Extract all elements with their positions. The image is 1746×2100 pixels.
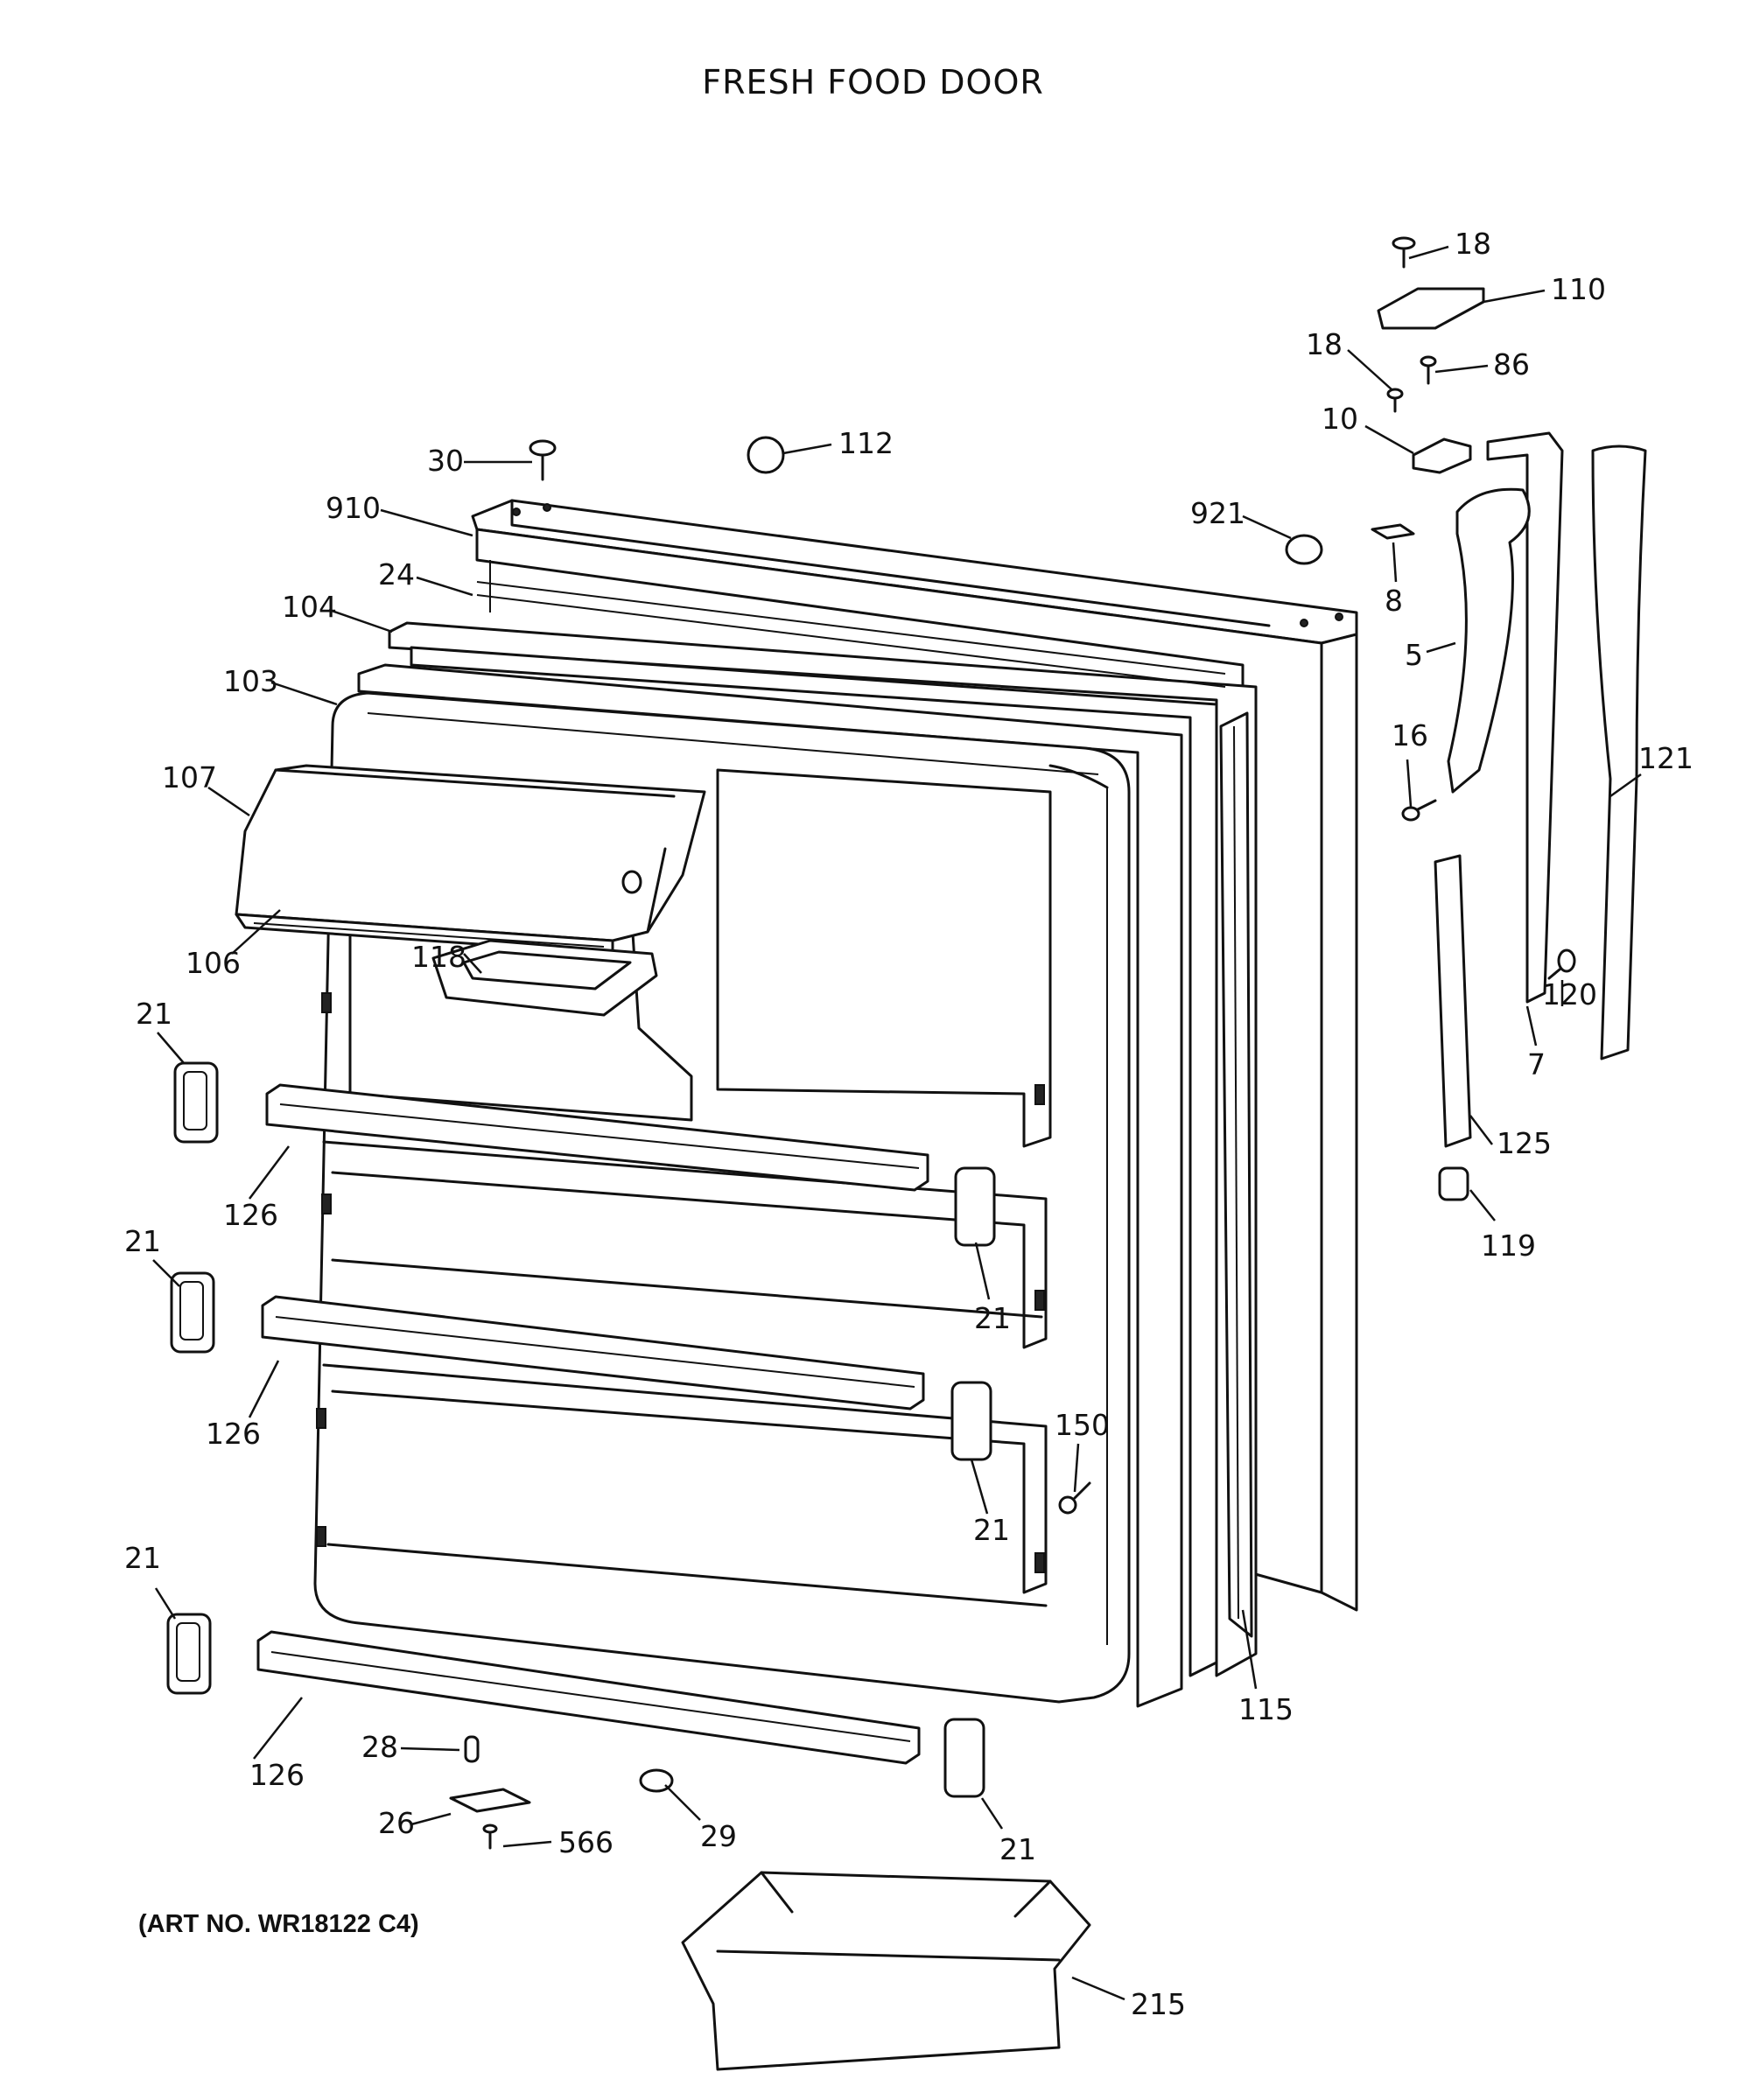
part-label: 121 xyxy=(1638,741,1693,775)
part-label: 112 xyxy=(838,426,894,460)
part-label: 10 xyxy=(1322,402,1358,436)
part-label: 118 xyxy=(411,940,466,974)
part-label: 107 xyxy=(162,760,217,794)
part-label: 104 xyxy=(282,590,337,624)
shelf-bar-2 xyxy=(261,1295,925,1410)
butter-tray xyxy=(431,939,658,1017)
part-label: 126 xyxy=(223,1198,278,1232)
art-number: (ART NO. WR18122 C4) xyxy=(138,1910,419,1938)
breaker-strip xyxy=(1219,711,1253,1638)
part-label: 921 xyxy=(1190,496,1245,530)
part-label: 103 xyxy=(223,664,278,698)
part-label: 26 xyxy=(378,1806,415,1840)
part-label: 150 xyxy=(1055,1408,1110,1442)
part-label: 18 xyxy=(1306,327,1343,361)
dairy-compartment-door xyxy=(235,764,706,956)
handle-and-hinge-parts xyxy=(449,236,1647,1850)
part-label: 126 xyxy=(249,1758,305,1792)
door-gasket xyxy=(388,581,1258,1677)
shelf-bar-1 xyxy=(265,1083,929,1192)
part-label: 115 xyxy=(1238,1692,1294,1726)
part-label: 29 xyxy=(700,1819,737,1853)
part-label: 126 xyxy=(206,1417,261,1451)
part-label: 566 xyxy=(558,1825,614,1859)
part-label: 18 xyxy=(1455,227,1491,261)
part-label: 16 xyxy=(1392,718,1428,752)
part-label: 21 xyxy=(999,1832,1036,1866)
diagram-title: FRESH FOOD DOOR xyxy=(702,63,1044,102)
part-label: 21 xyxy=(973,1513,1010,1547)
part-label: 30 xyxy=(427,444,464,478)
part-label: 125 xyxy=(1497,1126,1552,1160)
part-label: 21 xyxy=(124,1224,161,1258)
part-label: 21 xyxy=(124,1541,161,1575)
part-label: 8 xyxy=(1385,584,1403,618)
part-label: 5 xyxy=(1405,638,1423,672)
part-label: 86 xyxy=(1493,347,1530,382)
part-label: 119 xyxy=(1481,1228,1536,1263)
part-label: 215 xyxy=(1131,1987,1186,2021)
shelf-bar-3 xyxy=(256,1630,921,1765)
part-label: 110 xyxy=(1551,272,1606,306)
outer-door-panel xyxy=(471,499,1358,1612)
shelf-end-caps xyxy=(166,1061,996,1798)
part-label: 21 xyxy=(136,997,172,1031)
leader-lines xyxy=(152,245,1642,2001)
part-label: 28 xyxy=(361,1730,398,1764)
part-label: 21 xyxy=(974,1301,1011,1335)
door-bin xyxy=(681,1871,1091,2071)
part-label: 24 xyxy=(378,557,415,592)
part-label: 106 xyxy=(186,946,241,980)
part-label: 120 xyxy=(1542,977,1597,1012)
part-label: 910 xyxy=(326,491,381,525)
part-label: 7 xyxy=(1527,1047,1546,1082)
part-labels: 18 110 18 86 10 30 112 910 921 24 8 104 … xyxy=(124,227,1693,2021)
